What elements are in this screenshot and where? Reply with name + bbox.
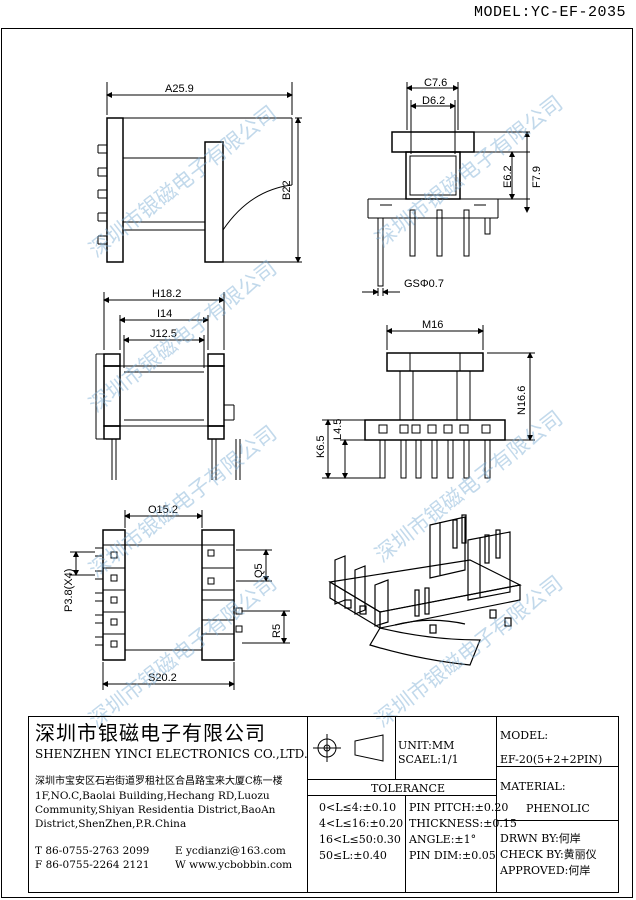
divider xyxy=(405,795,406,892)
address-en-2: Community,Shiyan Residentia District,Bao… xyxy=(35,804,276,816)
dim-d: D6.2 xyxy=(422,95,445,107)
angle: ANGLE:±1° xyxy=(409,833,477,846)
view-front-middle-right xyxy=(322,325,535,479)
dim-gs: GSΦ0.7 xyxy=(404,278,444,290)
divider xyxy=(496,717,497,892)
material-value: PHENOLIC xyxy=(526,802,590,815)
dim-l: L4.5 xyxy=(332,419,344,440)
unit: UNIT:MM xyxy=(398,739,455,752)
dim-h: H18.2 xyxy=(152,288,181,300)
dim-i: I14 xyxy=(157,308,172,320)
tolerance-3: 16<L≤50:0.30 xyxy=(319,833,401,846)
view-side-middle-left xyxy=(95,292,241,480)
tolerance-2: 4<L≤16:±0.20 xyxy=(319,817,404,830)
divider xyxy=(496,820,619,821)
dim-p: P3.8(X4) xyxy=(63,569,75,612)
company-name-en: SHENZHEN YINCI ELECTRONICS CO.,LTD. xyxy=(35,747,308,761)
pin-dim: PIN DIM:±0.05 xyxy=(409,849,496,862)
address-en-1: 1F,NO.C,Baolai Building,Hechang RD,Luozu xyxy=(35,790,270,802)
dim-c: C7.6 xyxy=(424,77,447,89)
approved-by: APPROVED:何岸 xyxy=(500,864,591,877)
drawn-by: DRWN BY:何岸 xyxy=(500,832,581,845)
dim-a: A25.9 xyxy=(165,83,194,95)
material-label: MATERIAL: xyxy=(500,780,566,793)
drawing-border xyxy=(1,28,633,898)
model-number: MODEL:YC-EF-2035 xyxy=(473,4,626,21)
address-cn: 深圳市宝安区石岩街道罗租社区合昌路宝来大厦C栋一楼 xyxy=(35,776,283,787)
fax: F 86-0755-2264 2121 xyxy=(35,859,150,871)
dim-j: J12.5 xyxy=(150,328,177,340)
pin-pitch: PIN PITCH:±0.20 xyxy=(409,801,509,814)
tolerance-4: 50≤L:±0.40 xyxy=(319,849,387,862)
divider xyxy=(307,795,496,796)
dim-q: Q5 xyxy=(253,563,265,578)
company-name-cn: 深圳市银磁电子有限公司 xyxy=(35,721,266,745)
email: E ycdianzi@163.com xyxy=(175,845,286,857)
view-side-top-left xyxy=(97,82,302,263)
dim-s: S20.2 xyxy=(148,672,177,684)
divider xyxy=(395,717,396,779)
thickness: THICKNESS:±0.15 xyxy=(409,817,517,830)
dim-o: O15.2 xyxy=(148,504,178,516)
model-label: MODEL: xyxy=(500,729,549,742)
scale: SCAEL:1/1 xyxy=(398,753,459,766)
address-en-3: District,ShenZhen,P.R.China xyxy=(35,818,187,830)
divider xyxy=(496,766,619,767)
dim-f: F7.9 xyxy=(531,166,543,188)
website: W www.ycbobbin.com xyxy=(175,859,293,871)
view-front-top-right xyxy=(362,82,530,296)
dim-e: E6.2 xyxy=(502,165,514,188)
view-isometric xyxy=(328,514,522,666)
dim-b: B22 xyxy=(281,180,293,200)
title-block: 深圳市银磁电子有限公司 SHENZHEN YINCI ELECTRONICS C… xyxy=(28,716,619,893)
dim-k: K6.5 xyxy=(315,435,327,458)
tel: T 86-0755-2763 2099 xyxy=(35,845,150,857)
dim-m: M16 xyxy=(422,319,443,331)
divider xyxy=(307,779,496,780)
tolerance-heading: TOLERANCE xyxy=(371,782,445,795)
dim-n: N16.6 xyxy=(516,386,528,415)
model-value: EF-20(5+2+2PIN) xyxy=(500,753,603,766)
projection-symbol xyxy=(313,734,384,762)
divider xyxy=(307,717,308,892)
checked-by: CHECK BY:黄丽仪 xyxy=(500,848,597,861)
view-bottom-left xyxy=(70,510,290,690)
dim-r: R5 xyxy=(271,624,283,638)
tolerance-1: 0<L≤4:±0.10 xyxy=(319,801,397,814)
